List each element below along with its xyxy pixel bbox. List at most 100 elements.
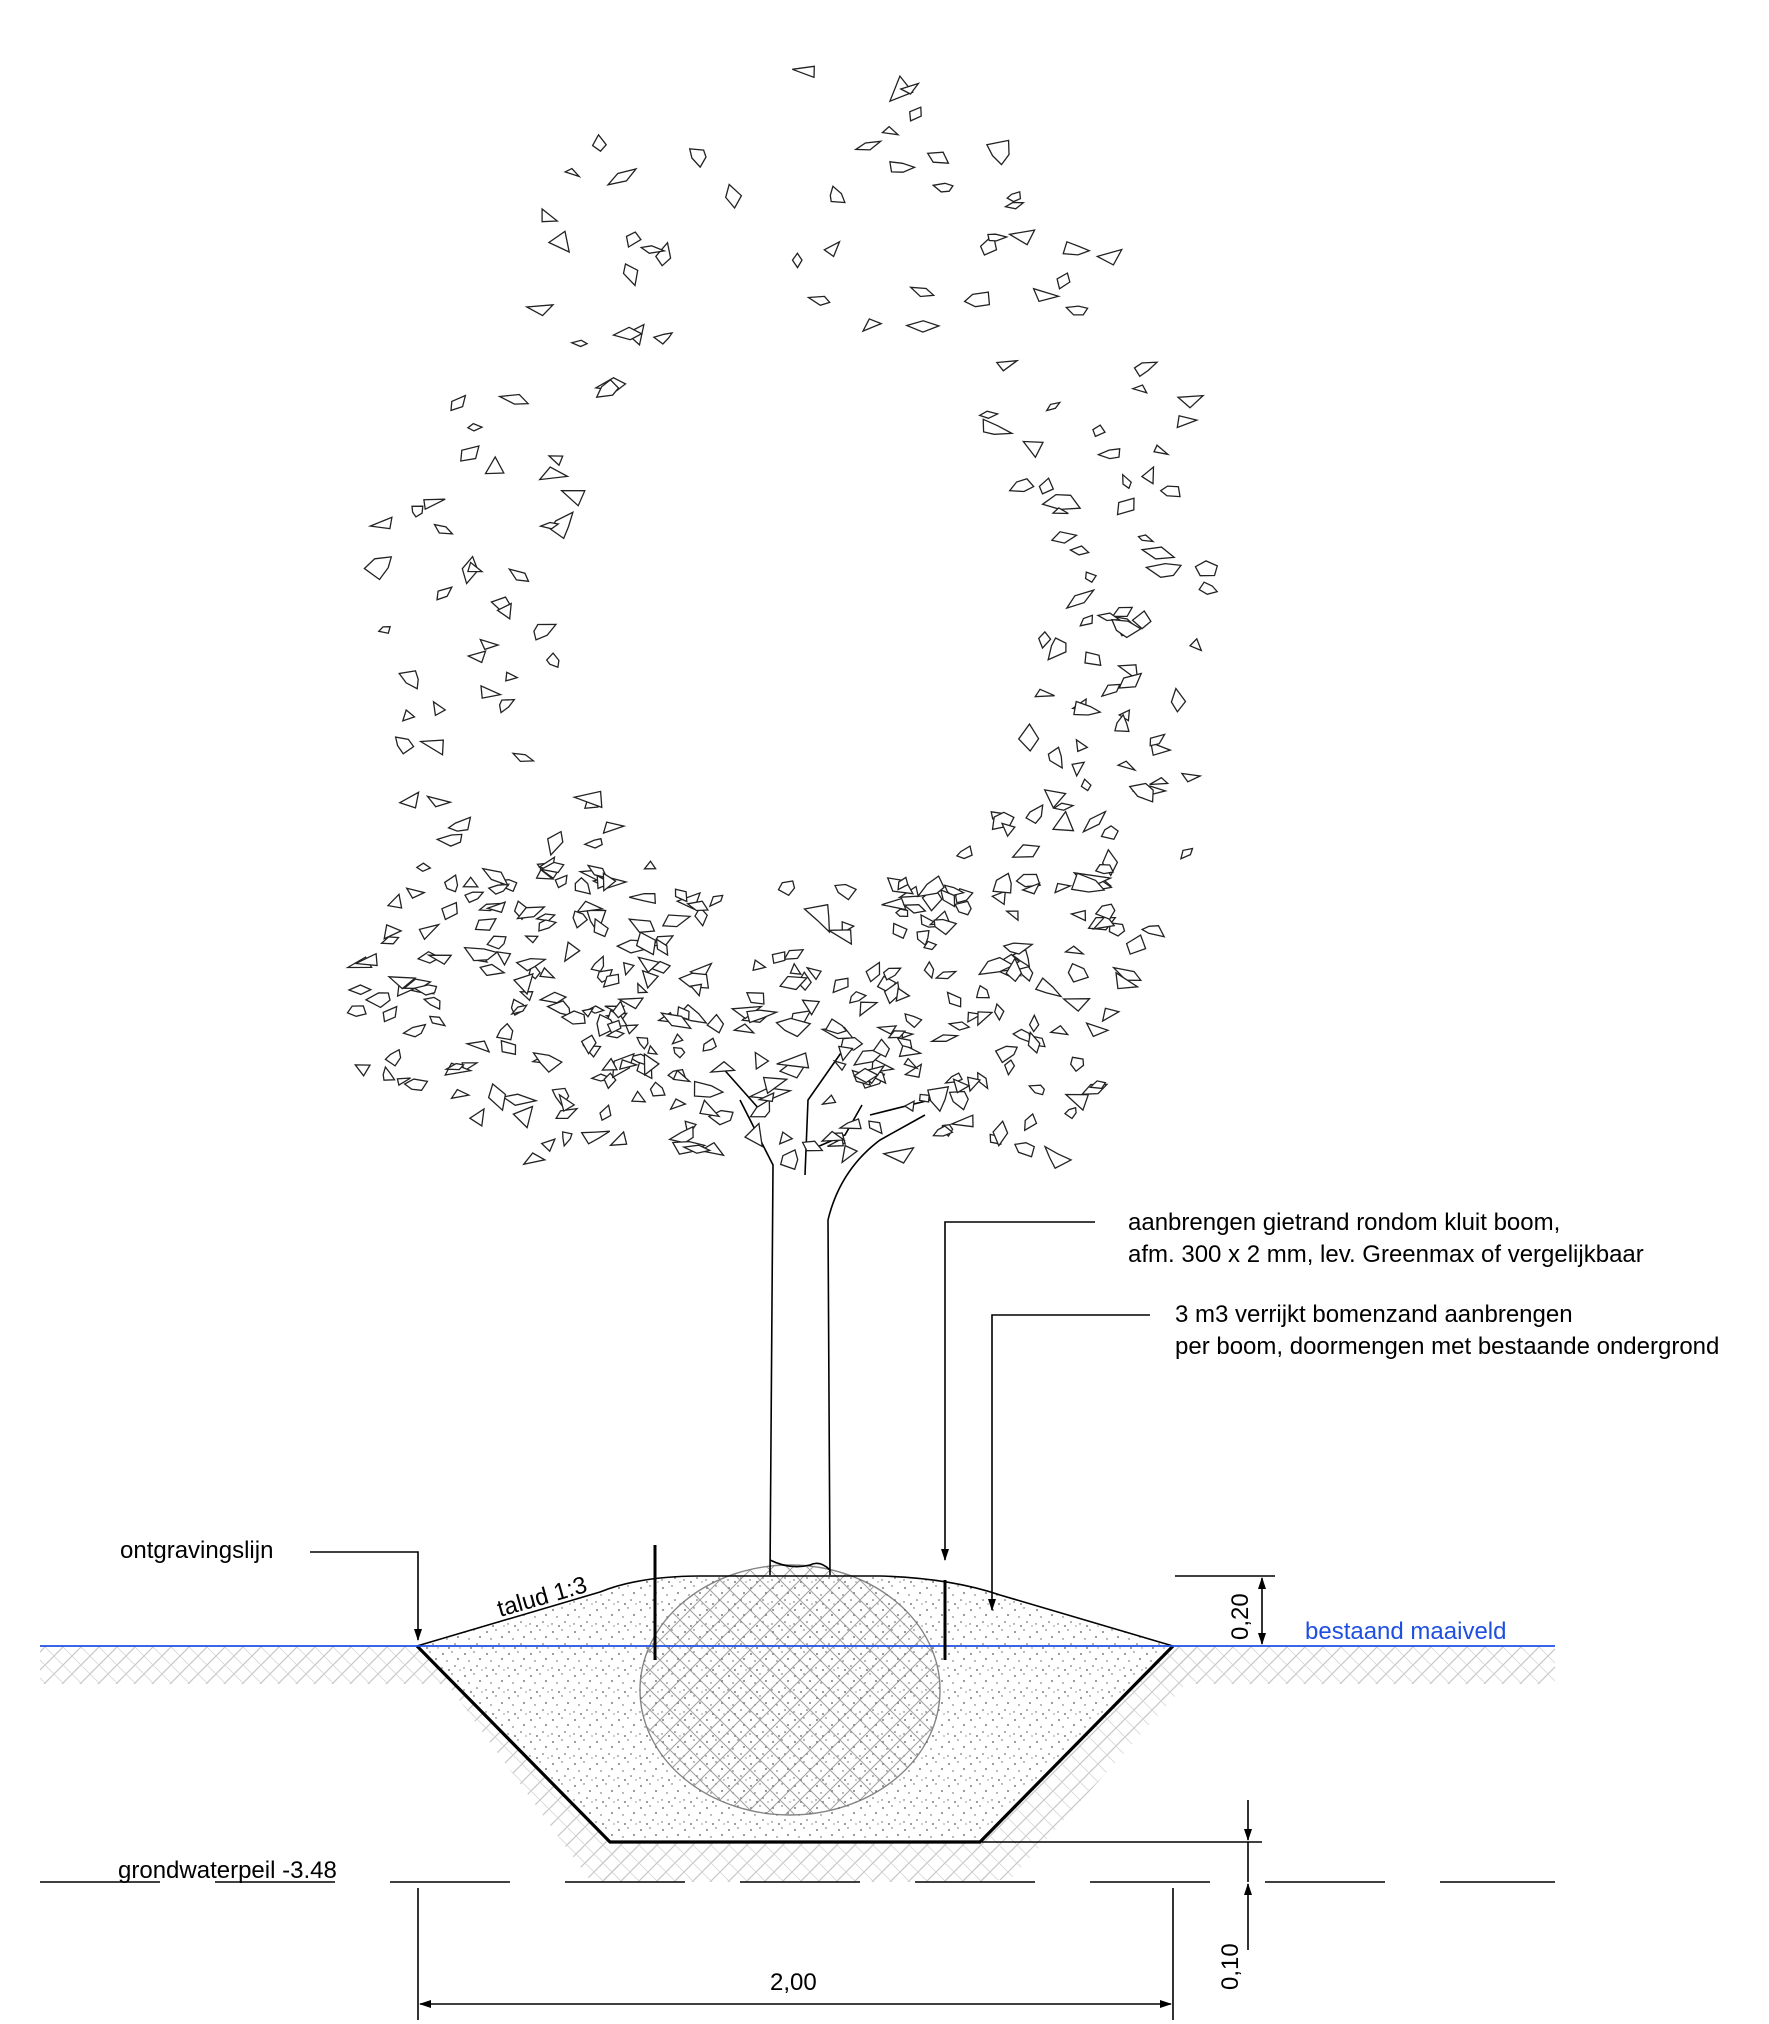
leaf-icon	[649, 1081, 666, 1097]
leaf-icon	[872, 1038, 891, 1058]
leaf-icon	[689, 983, 703, 998]
leaf-icon	[1056, 272, 1071, 290]
leaf-icon	[681, 1144, 712, 1154]
leaf-icon	[963, 291, 991, 308]
leaf-icon	[572, 910, 589, 929]
leaf-icon	[926, 1086, 950, 1113]
leaf-icon	[443, 874, 459, 893]
leaf-icon	[1064, 1093, 1090, 1112]
leaf-icon	[539, 861, 565, 874]
leaf-icon	[949, 1114, 974, 1128]
leaf-icon	[590, 954, 605, 973]
leaf-icon	[559, 490, 586, 507]
leaf-icon	[669, 1098, 688, 1111]
leaf-icon	[450, 1088, 471, 1100]
leaf-icon	[510, 1004, 529, 1016]
leaf-icon	[1180, 772, 1203, 783]
leaf-icon	[694, 906, 708, 928]
leaf-icon	[538, 521, 560, 530]
leaf-icon	[460, 445, 480, 462]
leaf-icon	[637, 982, 649, 994]
leaf-icon	[464, 891, 485, 904]
leaf-icon	[467, 561, 484, 573]
leader-bomenzand	[988, 1314, 1150, 1611]
leaf-icon	[1140, 465, 1155, 485]
leaf-icon	[347, 984, 373, 996]
leaf-icon	[897, 876, 909, 891]
leaf-icon	[777, 880, 796, 897]
leaf-icon	[512, 1105, 534, 1129]
leaf-icon	[1091, 914, 1116, 930]
edging-stakes	[653, 1545, 947, 1660]
leaf-icon	[987, 233, 1009, 242]
leaf-icon	[778, 1131, 794, 1146]
leaf-icon	[754, 1051, 770, 1071]
leaf-icon	[992, 1119, 1009, 1148]
leaf-icon	[1064, 305, 1089, 316]
leaf-icon	[608, 1130, 628, 1147]
leaf-icon	[1027, 1084, 1046, 1096]
leaf-icon	[1115, 971, 1140, 990]
leaf-icon	[466, 422, 484, 432]
leaf-icon	[522, 1152, 547, 1166]
leaf-icon	[674, 888, 688, 903]
leaf-icon	[386, 892, 403, 909]
leaf-icon	[672, 1069, 692, 1083]
leaf-icon	[708, 894, 724, 908]
leaf-icon	[563, 941, 581, 963]
leaf-icon	[1150, 741, 1173, 757]
leaf-icon	[532, 1052, 563, 1073]
leaf-icon	[547, 230, 571, 254]
leaf-icon	[464, 1040, 491, 1054]
leaf-icon	[1194, 560, 1219, 577]
label-ontgravingslijn: ontgravingslijn	[120, 1537, 273, 1564]
leaf-icon	[622, 263, 639, 287]
label-bomenzand-line2: per boom, doormengen met bestaande onder…	[1175, 1333, 1719, 1360]
leaf-icon	[425, 795, 453, 808]
leaf-icon	[1149, 776, 1170, 786]
leaf-icon	[1122, 473, 1132, 490]
leaf-icon	[495, 951, 512, 967]
leaf-icon	[575, 900, 605, 913]
leaf-icon	[602, 821, 627, 835]
leaf-icon	[433, 523, 454, 535]
leaf-icon	[411, 505, 424, 518]
leaf-icon	[405, 887, 427, 899]
leaf-icon	[779, 1148, 799, 1171]
leaf-icon	[898, 1043, 923, 1058]
leaf-icon	[1008, 478, 1035, 493]
leaf-icon	[746, 1009, 780, 1024]
leaf-icon	[1069, 1056, 1085, 1073]
leaf-icon	[853, 140, 883, 151]
leaf-icon	[1015, 873, 1041, 888]
leaf-icon	[627, 918, 656, 933]
leaf-icon	[1116, 760, 1138, 772]
leaf-icon	[606, 1019, 622, 1034]
label-bomenzand-line1: 3 m3 verrijkt bomenzand aanbrengen	[1175, 1301, 1573, 1328]
leaf-icon	[629, 892, 656, 905]
leaf-icon	[1062, 240, 1092, 256]
leaf-icon	[922, 940, 938, 951]
leaf-icon	[977, 1071, 989, 1090]
leaf-icon	[1054, 882, 1073, 894]
leaf-icon	[916, 875, 945, 898]
leaf-icon	[1050, 531, 1079, 544]
leaf-icon	[479, 638, 501, 651]
leaf-icon	[398, 670, 419, 690]
leaf-icon	[832, 977, 849, 994]
leaf-icon	[524, 304, 555, 317]
leaf-icon	[602, 973, 620, 988]
leaf-icon	[903, 1100, 915, 1113]
leaf-icon	[706, 1013, 725, 1034]
leaf-icon	[1011, 1028, 1032, 1044]
leaf-icon	[1140, 925, 1166, 938]
leaf-icon	[560, 1010, 586, 1025]
leaf-icon	[1094, 863, 1115, 875]
leaf-icon	[538, 966, 557, 979]
leaf-icon	[778, 975, 809, 991]
tree-trunk	[719, 1039, 931, 1576]
leaf-icon	[791, 252, 803, 269]
leaf-icon	[667, 1125, 694, 1144]
leaf-icon	[602, 872, 617, 893]
